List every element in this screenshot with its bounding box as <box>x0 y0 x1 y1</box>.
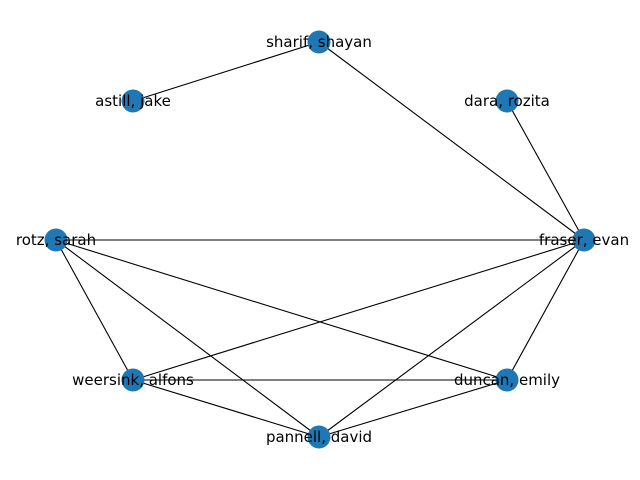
edge-weersink-pannell <box>132 379 320 438</box>
node-label-astill: astill, jake <box>95 92 171 110</box>
edge-rotz-pannell <box>55 239 320 438</box>
node-astill <box>121 89 145 113</box>
node-rotz <box>44 228 68 252</box>
node-label-weersink: weersink, alfons <box>72 371 194 389</box>
edge-fraser-weersink <box>132 239 585 381</box>
edge-rotz-weersink <box>55 239 134 381</box>
node-label-fraser: fraser, evan <box>539 231 629 249</box>
node-fraser <box>572 228 596 252</box>
node-dara <box>495 89 519 113</box>
node-label-sharif: sharif, shayan <box>266 33 372 51</box>
edge-duncan-pannell <box>318 379 508 438</box>
node-label-pannell: pannell, david <box>266 428 372 446</box>
node-label-dara: dara, rozita <box>464 92 550 110</box>
edge-dara-fraser <box>506 100 585 241</box>
node-sharif <box>307 30 331 54</box>
node-label-rotz: rotz, sarah <box>16 231 96 249</box>
edge-fraser-duncan <box>506 239 585 381</box>
node-pannell <box>307 425 331 449</box>
edge-fraser-pannell <box>318 239 585 438</box>
edge-sharif-fraser <box>318 41 585 241</box>
edge-rotz-duncan <box>55 239 508 381</box>
edges-layer <box>55 41 585 438</box>
node-weersink <box>121 368 145 392</box>
nodes-layer <box>44 30 596 449</box>
edge-sharif-astill <box>132 41 320 102</box>
labels-layer: sharif, shayan astill, jake dara, rozita ro… <box>16 33 629 446</box>
node-label-duncan: duncan, emily <box>454 371 560 389</box>
node-duncan <box>495 368 519 392</box>
